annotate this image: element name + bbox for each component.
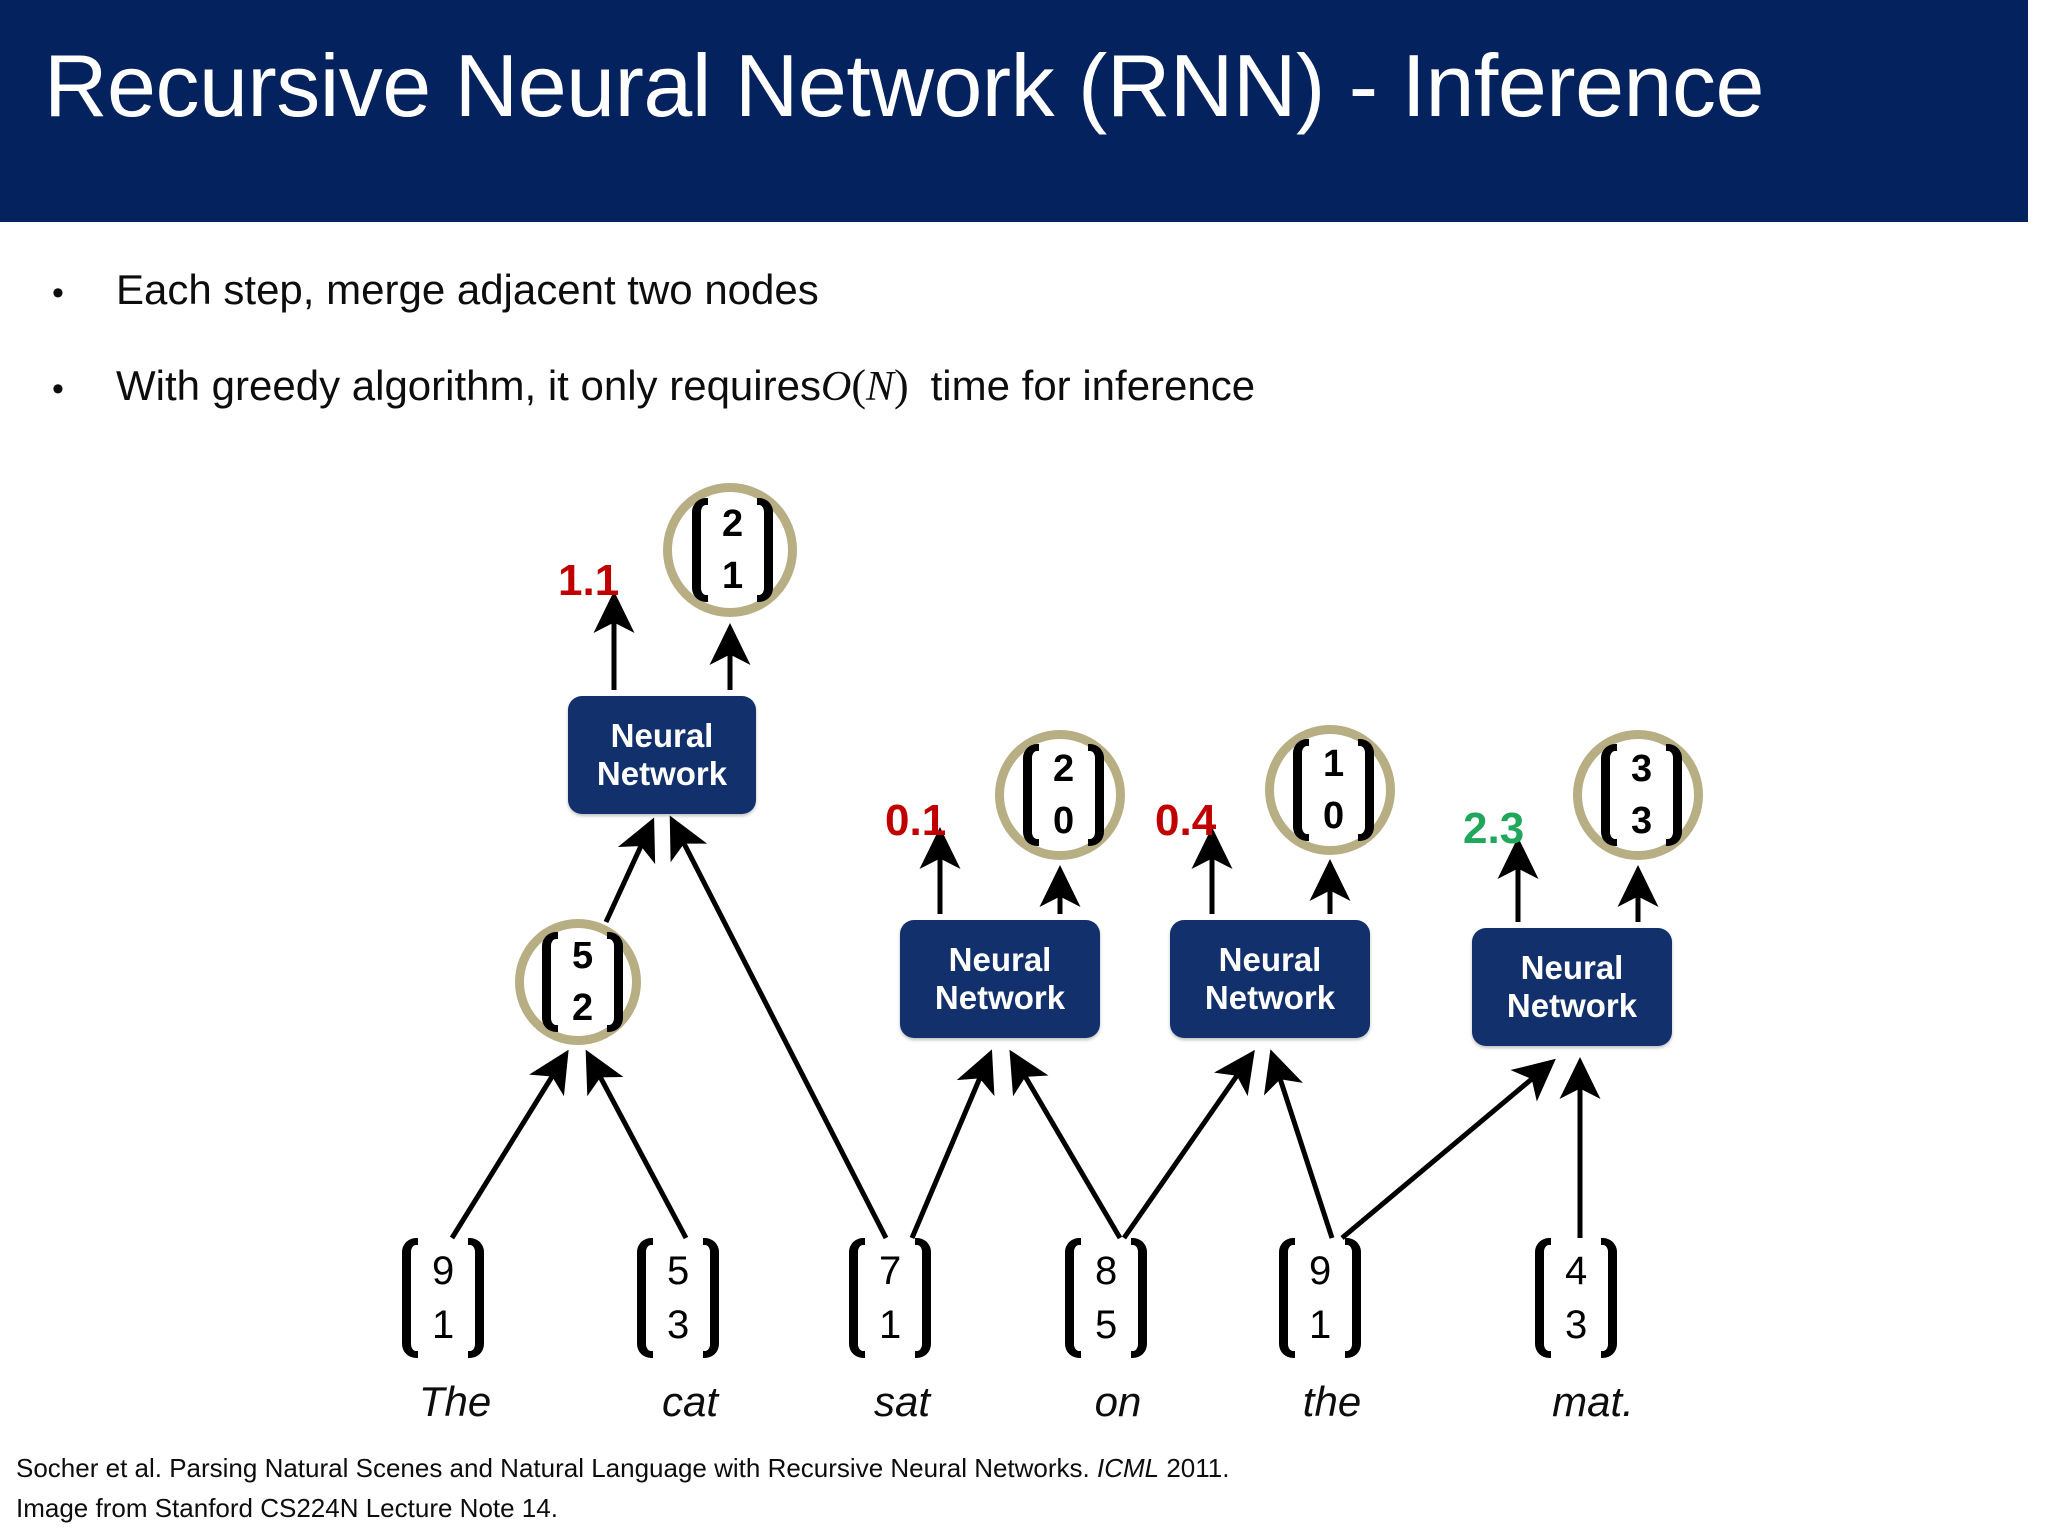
arrow-the1-to-node52 [449,1049,569,1240]
merged-node-vector-the-cat: 5 2 [542,932,624,1032]
word-vector-the-2: 9 1 [1279,1238,1362,1358]
bracket-right-icon [757,498,774,602]
score-label-the-mat: 2.3 [1463,804,1525,853]
arrow-cat-to-node52 [585,1049,689,1240]
nn-label-line2: Network [934,979,1066,1016]
bracket-left-icon [542,932,558,1032]
word-vector-on: 8 5 [1065,1238,1148,1358]
footer-venue: ICML [1097,1453,1160,1483]
score-label-on-the: 0.4 [1155,796,1217,845]
footer-citation: Socher et al. Parsing Natural Scenes and… [16,1448,1229,1529]
bracket-left-icon [692,498,708,602]
bullet-text-2-pre: With greedy algorithm, it only requires [116,362,821,409]
arrow-sat-to-nn-top [669,815,889,1240]
bracket-right-icon [1131,1238,1148,1358]
merged-node-vector-sat-on: 2 0 [1023,744,1105,846]
bracket-right-icon [1601,1238,1618,1358]
nn-label-line1: Neural [948,940,1052,978]
bracket-right-icon [1666,744,1683,846]
neural-network-box-the-mat[interactable]: Neural Network [1472,928,1672,1046]
nn-label-line1: Neural [1520,948,1624,986]
word-label-the-1: The [418,1378,492,1425]
nn-label-line1: Neural [610,716,714,754]
merged-node-circle-the-mat [1573,730,1703,860]
bullet-text-1: Each step, merge adjacent two nodes [116,266,819,313]
arrow-on-to-nn3 [1121,1049,1255,1240]
merged-node-vector-top: 2 1 [692,498,774,602]
bracket-left-icon [1601,744,1617,846]
neural-network-box-sat-on[interactable]: Neural Network [900,920,1100,1038]
bracket-left-icon [1293,739,1309,841]
bracket-left-icon [402,1238,418,1358]
bracket-left-icon [1065,1238,1081,1358]
nn-label-line2: Network [596,755,728,792]
title-banner: Recursive Neural Network (RNN) - Inferen… [0,0,2028,222]
word-label-on: on [1094,1378,1142,1425]
math-close-paren: ) [893,361,909,410]
bracket-left-icon [637,1238,653,1358]
merged-node-circle-top [663,483,797,617]
bracket-right-icon [703,1238,720,1358]
merged-node-circle-on-the [1265,725,1395,855]
bracket-left-icon [1279,1238,1295,1358]
score-label-top: 1.1 [558,556,620,605]
bracket-right-icon [1358,739,1375,841]
page-title: Recursive Neural Network (RNN) - Inferen… [44,36,1764,135]
neural-network-box-on-the[interactable]: Neural Network [1170,920,1370,1038]
math-big-o-symbol: O [820,364,852,410]
merged-node-circle-the-cat [515,919,641,1045]
bracket-right-icon [1345,1238,1362,1358]
bullet-marker-icon: • [52,274,64,312]
footer-line-1-pre: Socher et al. Parsing Natural Scenes and… [16,1453,1097,1483]
footer-line-2: Image from Stanford CS224N Lecture Note … [16,1493,558,1524]
footer-line-1: Socher et al. Parsing Natural Scenes and… [16,1448,1229,1488]
footer-line-1-post: 2011. [1159,1453,1230,1483]
word-vector-cat: 5 3 [637,1238,720,1358]
merged-node-circle-sat-on [995,730,1125,860]
bullet-text-2-post: time for inference [930,362,1256,409]
bracket-right-icon [1088,744,1105,846]
score-label-sat-on: 0.1 [885,796,947,845]
word-vector-sat: 7 1 [849,1238,932,1358]
bracket-right-icon [607,932,624,1032]
bullet-item-1: • Each step, merge adjacent two nodes [52,266,819,314]
bullet-marker-icon: • [52,370,64,408]
bracket-right-icon [915,1238,932,1358]
word-label-mat: mat. [1552,1378,1634,1425]
arrow-on-to-nn2 [1009,1049,1123,1240]
nn-label-line1: Neural [1218,940,1322,978]
arrow-sat-to-nn2 [909,1049,995,1239]
bracket-left-icon [849,1238,865,1358]
math-n-symbol: N [865,364,894,410]
bracket-left-icon [1535,1238,1551,1358]
math-open-paren: ( [851,361,866,410]
bullet-item-2: • With greedy algorithm, it only require… [52,360,1255,411]
arrow-node52-to-nn-top [603,817,656,924]
merged-node-vector-the-mat: 3 3 [1601,744,1683,846]
word-label-the-2: the [1302,1378,1362,1425]
word-vector-the-1: 9 1 [402,1238,485,1358]
nn-label-line2: Network [1506,987,1638,1024]
nn-label-line2: Network [1204,979,1336,1016]
word-label-sat: sat [873,1378,931,1425]
bracket-left-icon [1023,744,1039,846]
arrow-the2-to-nn4 [1340,1058,1556,1240]
merged-node-vector-on-the: 1 0 [1293,739,1375,841]
neural-network-box-top[interactable]: Neural Network [568,696,756,814]
arrow-the2-to-nn3 [1263,1049,1335,1239]
bracket-right-icon [468,1238,485,1358]
word-vector-mat: 4 3 [1535,1238,1618,1358]
word-label-cat: cat [661,1378,719,1425]
